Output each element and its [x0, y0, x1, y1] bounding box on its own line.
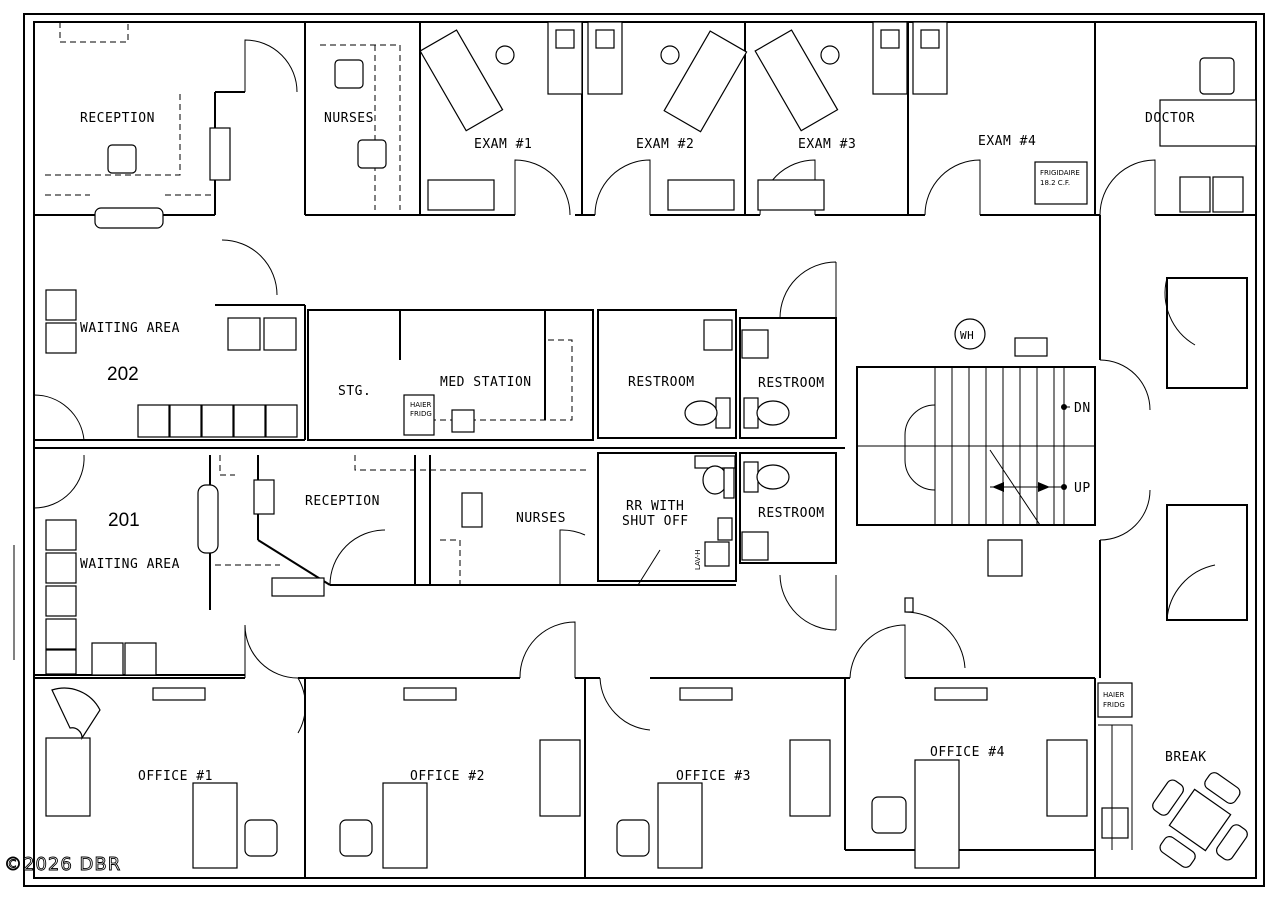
haier-fridge-label-line2: FRIDG	[410, 410, 432, 418]
label-rr-line2: SHUT OFF	[622, 514, 689, 529]
label-office-4: OFFICE #4	[930, 745, 1005, 760]
label-med-station: MED STATION	[440, 375, 532, 390]
suite-numbers: 202 201	[107, 364, 140, 531]
label-nurses-top: NURSES	[324, 111, 374, 126]
label-break: BREAK	[1165, 750, 1207, 765]
plumbing-fixtures	[403, 319, 1133, 850]
label-restroom-c: RESTROOM	[758, 506, 825, 521]
label-exam-2: EXAM #2	[636, 137, 694, 152]
label-restroom-a: RESTROOM	[628, 375, 695, 390]
haier-fridge-2-label-line1: HAIER	[1103, 691, 1125, 699]
waiting-seating	[45, 289, 483, 676]
label-storage: STG.	[338, 384, 371, 399]
label-office-1: OFFICE #1	[138, 769, 213, 784]
label-nurses-201: NURSES	[516, 511, 566, 526]
suite-number-202: 202	[107, 364, 139, 385]
exam-furniture	[94, 21, 1257, 229]
exterior-walls	[13, 13, 1265, 887]
label-exam-4: EXAM #4	[978, 134, 1036, 149]
stair-labels: DN UP	[1074, 401, 1091, 496]
fixture-labels: FRIGIDAIRE 18.2 C.F. HAIER FRIDG HAIER F…	[410, 169, 1125, 709]
office-furniture	[45, 687, 1248, 869]
label-waiting-201: WAITING AREA	[80, 557, 180, 572]
frigidaire-label-line2: 18.2 C.F.	[1040, 179, 1070, 187]
haier-fridge-2-label-line2: FRIDG	[1103, 701, 1125, 709]
interior-walls	[34, 22, 1256, 878]
frigidaire-label-line1: FRIGIDAIRE	[1040, 169, 1080, 177]
stair-up-label: UP	[1074, 481, 1091, 496]
stair-down-label: DN	[1074, 401, 1091, 416]
label-waiting-202: WAITING AREA	[80, 321, 180, 336]
label-exam-1: EXAM #1	[474, 137, 532, 152]
label-doctor: DOCTOR	[1145, 111, 1195, 126]
suite-number-201: 201	[108, 510, 140, 531]
door-swings	[33, 39, 1216, 734]
casework	[45, 22, 590, 585]
lav-label: LAV-H	[694, 549, 702, 570]
room-labels: RECEPTION NURSES EXAM #1 EXAM #2 EXAM #3…	[80, 111, 1207, 784]
label-exam-3: EXAM #3	[798, 137, 856, 152]
label-restroom-b: RESTROOM	[758, 376, 825, 391]
water-heater-label: WH	[960, 329, 974, 342]
copyright-watermark: ©2026 DBR	[4, 854, 121, 875]
label-office-3: OFFICE #3	[676, 769, 751, 784]
label-reception-top: RECEPTION	[80, 111, 155, 126]
label-office-2: OFFICE #2	[410, 769, 485, 784]
label-rr-line1: RR WITH	[626, 499, 684, 514]
stairs	[904, 318, 1070, 613]
haier-fridge-label-line1: HAIER	[410, 401, 432, 409]
label-reception-201: RECEPTION	[305, 494, 380, 509]
